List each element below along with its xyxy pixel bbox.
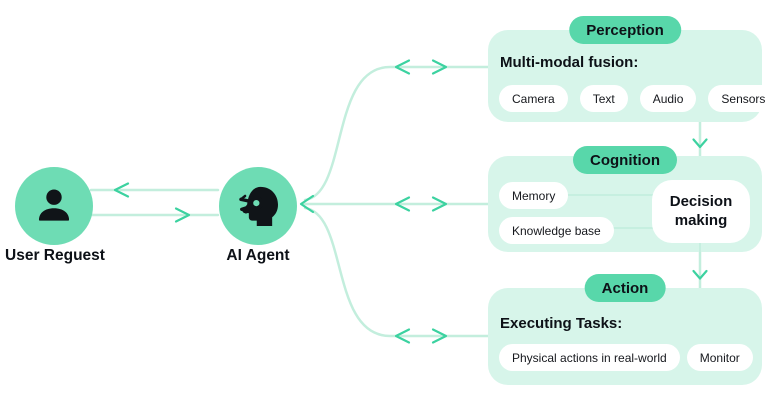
line-agent-to-perception [303,65,494,202]
action-badge: Action [584,274,666,302]
decision-making-box: Decision making [652,180,750,243]
perception-badge: Perception [569,16,681,44]
decision-making-label: Decision making [669,192,733,229]
line-decision-down-stub [699,242,701,252]
flow-arrowheads [113,59,708,344]
perception-pill-list: Camera Text Audio Sensors [499,85,770,112]
agent-node-label: AI Agent [226,247,290,264]
user-node-label: User Reguest [5,247,105,264]
user-node-circle [15,167,93,245]
panel-action: Action Executing Tasks: Physical actions… [488,274,762,385]
modality-pill: Camera [499,85,568,112]
arrowhead-down-cognition-action [692,269,708,280]
user-icon [38,189,70,221]
chevron-left-user-line [113,182,130,198]
chevron-right-cognition-line [431,196,448,212]
arrowhead-down-perception-cognition [692,138,708,149]
task-pill: Monitor [686,344,753,371]
line-knowledge-to-decision [598,227,658,229]
ai-head-icon [239,186,278,226]
chevron-left-cognition-line [394,196,411,212]
chevron-right-perception-line [431,59,448,75]
arrowhead-into-agent [299,194,315,214]
agent-node-circle [219,167,297,245]
cognition-badge: Cognition [573,146,677,174]
line-memory-to-decision [558,194,658,196]
chevron-right-agent-line [174,207,191,223]
chevron-left-action-line [394,328,411,344]
modality-pill: Audio [639,85,697,112]
cognition-pill: Knowledge base [499,217,614,244]
panel-perception: Perception Multi-modal fusion: Camera Tex… [488,16,770,122]
modality-pill: Sensors [708,85,770,112]
line-agent-to-action [303,206,494,338]
modality-pill: Text [579,85,628,112]
action-heading: Executing Tasks: [500,315,623,332]
cognition-pill: Memory [499,182,569,209]
perception-heading: Multi-modal fusion: [500,54,639,71]
chevron-left-perception-line [394,59,411,75]
task-pill: Physical actions in real-world [499,344,680,371]
chevron-right-action-line [431,328,448,344]
